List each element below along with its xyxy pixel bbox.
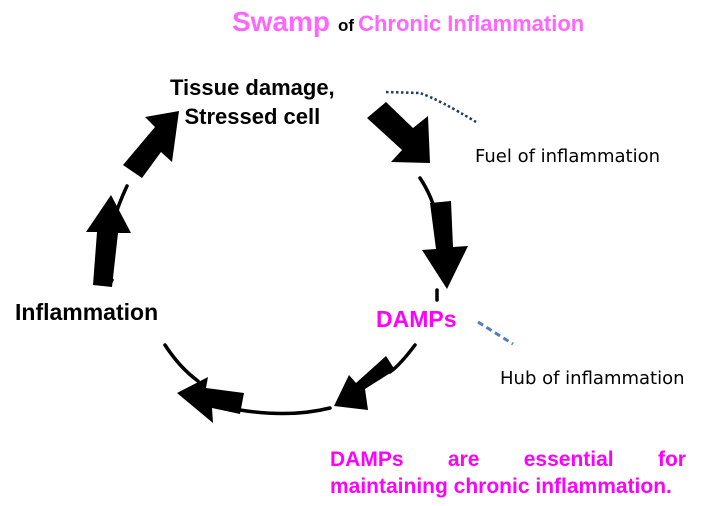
- conclusion-word: essential: [523, 448, 614, 471]
- arrow-tissue-to-damps-2-icon: [422, 201, 468, 289]
- annotation-hub: Hub of inflammation: [500, 368, 685, 389]
- conclusion-text: DAMPs are essential for maintaining chro…: [330, 446, 686, 500]
- arrow-inflammation-to-tissue-1-icon: [86, 195, 131, 287]
- node-tissue-line2: Stressed cell: [184, 104, 321, 129]
- title-chronic-inflammation: Chronic Inflammation: [358, 11, 585, 36]
- annotation-fuel: Fuel of inflammation: [475, 146, 661, 167]
- arrow-damps-to-inflammation-2-icon: [177, 377, 244, 423]
- conclusion-word: are: [447, 448, 480, 471]
- conclusion-word: DAMPs: [330, 448, 404, 471]
- title-word-swamp: Swamp: [232, 6, 331, 37]
- arrow-inflammation-to-tissue-2-icon: [123, 111, 179, 178]
- hub-leader-line: [477, 320, 514, 346]
- arrow-damps-to-inflammation-1-icon: [334, 356, 395, 410]
- cycle-arrows: [86, 102, 468, 423]
- cycle-arc-bottom: [238, 406, 332, 416]
- cycle-arc-lower-right: [388, 343, 417, 374]
- conclusion-line1: DAMPs are essential for: [330, 446, 686, 473]
- fuel-leader-line: [385, 90, 477, 124]
- cycle-arc-lower-left: [163, 343, 200, 383]
- node-tissue-damage: Tissue damage, Stressed cell: [170, 73, 335, 131]
- conclusion-word: for: [657, 448, 686, 471]
- conclusion-line2: maintaining chronic inflammation.: [330, 475, 672, 498]
- arrow-tissue-to-damps-1-icon: [367, 102, 430, 163]
- title-connector: of: [338, 16, 355, 35]
- node-inflammation: Inflammation: [15, 299, 159, 325]
- node-damps: DAMPs: [376, 306, 457, 332]
- node-tissue-line1: Tissue damage,: [170, 75, 335, 100]
